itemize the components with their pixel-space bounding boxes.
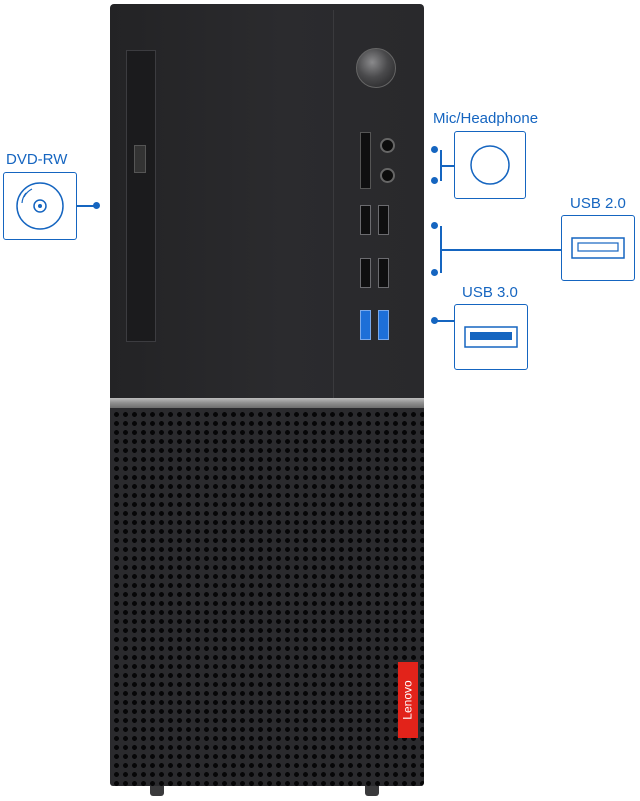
dvd-rw-label: DVD-RW <box>6 151 68 168</box>
mic-connector-dot <box>431 146 438 153</box>
tower-foot <box>365 786 379 796</box>
lenovo-logo-text: Lenovo <box>401 680 415 720</box>
mic-headphone-label: Mic/Headphone <box>433 110 539 127</box>
usb2-port <box>360 258 371 288</box>
usb2-connector-dot <box>431 222 438 229</box>
dvd-disc-icon <box>16 182 64 230</box>
usb3-label: USB 3.0 <box>462 284 518 301</box>
card-reader-slot <box>360 132 371 189</box>
usb3-port-icon <box>464 326 518 348</box>
lenovo-logo: Lenovo <box>398 662 418 738</box>
headphone-jack-port <box>380 168 395 183</box>
dvd-connector-dot <box>93 202 100 209</box>
usb3-connector-dot <box>431 317 438 324</box>
usb2-bracket-horizontal <box>440 249 561 251</box>
usb3-port <box>378 310 389 340</box>
optical-drive-tray <box>126 50 156 342</box>
dvd-connector-line <box>77 205 95 207</box>
bezel-divider <box>333 10 334 400</box>
usb3-callout-box <box>454 304 528 370</box>
usb2-label: USB 2.0 <box>570 195 626 212</box>
mic-jack-port <box>380 138 395 153</box>
mic-callout-box <box>454 131 526 199</box>
usb3-connector-line <box>436 320 454 322</box>
usb3-port <box>360 310 371 340</box>
mic-bracket-horizontal <box>440 165 454 167</box>
silver-accent-band <box>110 398 424 408</box>
usb2-callout-box <box>561 215 635 281</box>
mic-connector-dot <box>431 177 438 184</box>
mesh-grille <box>110 408 424 786</box>
usb2-port <box>360 205 371 235</box>
dvd-callout-box <box>3 172 77 240</box>
tower-foot <box>150 786 164 796</box>
usb-port-icon <box>571 237 625 259</box>
power-button[interactable] <box>356 48 396 88</box>
usb2-port <box>378 258 389 288</box>
optical-drive-eject-button[interactable] <box>134 145 146 173</box>
usb2-connector-dot <box>431 269 438 276</box>
usb2-port <box>378 205 389 235</box>
headphone-jack-icon <box>470 145 510 185</box>
